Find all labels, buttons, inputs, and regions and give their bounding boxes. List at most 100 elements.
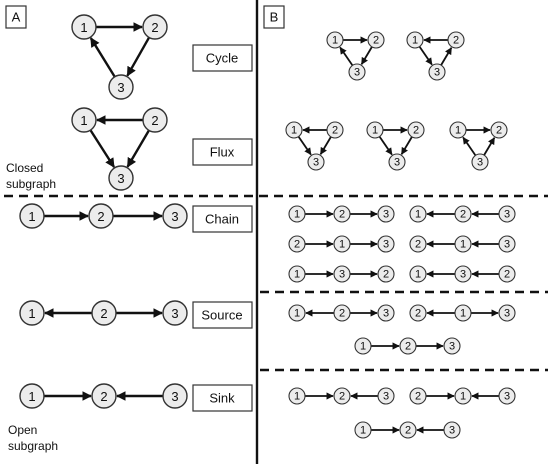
node-circle — [333, 205, 351, 223]
node-circle — [288, 235, 306, 253]
edge-arrow — [126, 129, 150, 168]
edge-arrow — [319, 136, 332, 155]
node-circle — [71, 107, 97, 133]
flux-label-box — [192, 138, 253, 166]
node-circle — [108, 165, 134, 191]
node-circle — [71, 14, 97, 40]
edge-arrow — [462, 136, 477, 156]
node-circle — [377, 265, 395, 283]
flux-label: Flux — [210, 145, 235, 160]
node-label: 3 — [339, 269, 345, 281]
node-circle — [108, 74, 134, 100]
cycle-variant: 1 2 3 — [406, 31, 465, 81]
node-circle — [333, 387, 351, 405]
node-label: 1 — [291, 125, 297, 137]
node-circle — [498, 235, 516, 253]
edge-arrow — [440, 47, 453, 66]
node-circle — [406, 31, 424, 49]
node-label: 3 — [383, 209, 389, 221]
edge-arrow — [400, 136, 413, 155]
node-circle — [288, 387, 306, 405]
edge-arrow — [126, 36, 151, 77]
node-label: 3 — [394, 157, 400, 169]
open-subgraph-line1: Open — [8, 423, 37, 437]
node-circle — [443, 421, 461, 439]
node-circle — [471, 153, 489, 171]
node-label: 3 — [449, 425, 455, 437]
node-label: 3 — [434, 67, 440, 79]
node-label: 1 — [460, 391, 466, 403]
node-label: 2 — [460, 209, 466, 221]
node-label: 3 — [171, 209, 178, 224]
node-circle — [409, 265, 427, 283]
node-label: 1 — [294, 269, 300, 281]
node-circle — [19, 203, 45, 229]
node-label: 2 — [373, 35, 379, 47]
node-label: 1 — [412, 35, 418, 47]
node-circle — [326, 31, 344, 49]
edge-arrow — [483, 137, 496, 156]
edge-arrow — [297, 136, 312, 156]
node-label: 3 — [460, 269, 466, 281]
node-label: 3 — [171, 389, 178, 404]
node-circle — [428, 63, 446, 81]
node-circle — [288, 265, 306, 283]
source-label-box — [192, 301, 253, 329]
edge-arrow — [339, 46, 354, 66]
node-circle — [307, 153, 325, 171]
node-circle — [162, 383, 188, 409]
node-label: 2 — [413, 125, 419, 137]
node-label: 3 — [117, 80, 124, 95]
node-circle — [88, 203, 114, 229]
node-label: 3 — [504, 391, 510, 403]
node-label: 2 — [339, 391, 345, 403]
node-label: 2 — [151, 113, 158, 128]
node-label: 1 — [332, 35, 338, 47]
node-circle — [399, 421, 417, 439]
node-label: 1 — [80, 20, 87, 35]
edge-arrow — [89, 129, 116, 168]
edge-arrow — [89, 37, 116, 78]
node-label: 1 — [360, 425, 366, 437]
node-label: 3 — [477, 157, 483, 169]
node-circle — [91, 383, 117, 409]
node-circle — [409, 304, 427, 322]
node-label: 3 — [504, 239, 510, 251]
node-label: 1 — [294, 209, 300, 221]
closed-subgraph-line1: Closed — [6, 161, 43, 175]
sink-label-box — [192, 384, 253, 412]
node-label: 1 — [455, 125, 461, 137]
node-circle — [333, 265, 351, 283]
node-circle — [498, 265, 516, 283]
node-label: 3 — [171, 306, 178, 321]
sink-label: Sink — [209, 391, 235, 406]
node-label: 2 — [97, 209, 104, 224]
node-circle — [19, 383, 45, 409]
panel-b-box — [263, 5, 285, 29]
cycle-label: Cycle — [206, 51, 239, 66]
source-label: Source — [201, 308, 242, 323]
node-label: 1 — [294, 308, 300, 320]
node-label: 1 — [372, 125, 378, 137]
node-label: 2 — [415, 308, 421, 320]
node-circle — [454, 235, 472, 253]
node-label: 2 — [415, 391, 421, 403]
node-circle — [388, 153, 406, 171]
node-circle — [377, 387, 395, 405]
node-label: 2 — [453, 35, 459, 47]
node-circle — [91, 300, 117, 326]
node-label: 3 — [383, 308, 389, 320]
node-label: 3 — [117, 171, 124, 186]
